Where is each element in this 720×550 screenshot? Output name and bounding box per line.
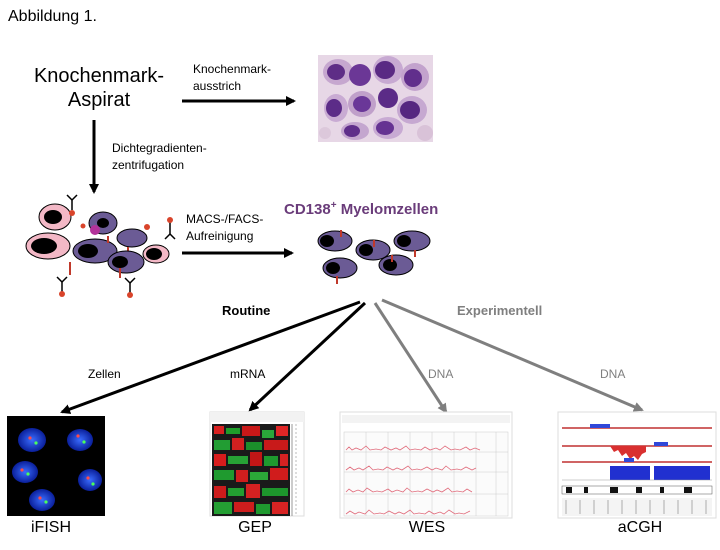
smear-line-1: Knochenmark- bbox=[193, 62, 272, 76]
target-superscript: + bbox=[330, 200, 337, 211]
arrow-to-wes bbox=[373, 302, 448, 414]
centrifugation-step-label: Dichtegradienten- zentrifugation bbox=[112, 140, 207, 174]
method-ifish-label: iFISH bbox=[31, 519, 71, 536]
method-wes-label: WES bbox=[408, 519, 446, 536]
source-line-1: Knochenmark- bbox=[33, 65, 165, 87]
method-gep-label: GEP bbox=[238, 519, 272, 536]
purification-line-1: MACS-/FACS- bbox=[186, 212, 264, 226]
purified-cd138-cells bbox=[317, 230, 431, 284]
smear-step-label: Knochenmark- ausstrich bbox=[193, 61, 271, 95]
routine-branch-label: Routine bbox=[222, 303, 271, 318]
target-cells-title: CD138+ Myelomzellen bbox=[284, 200, 438, 218]
wes-plot-image bbox=[339, 411, 513, 519]
mixed-cells-illustration bbox=[25, 194, 176, 298]
acgh-plot-image bbox=[557, 411, 717, 519]
purification-line-2: Aufreinigung bbox=[186, 229, 254, 243]
smear-line-2: ausstrich bbox=[193, 79, 242, 93]
target-suffix: Myelomzellen bbox=[336, 201, 439, 218]
input-dna-wes-label: DNA bbox=[428, 367, 454, 381]
source-line-2: Aspirat bbox=[67, 89, 131, 111]
input-dna-acgh-label: DNA bbox=[600, 367, 626, 381]
centrifugation-line-1: Dichtegradienten- bbox=[112, 141, 207, 155]
input-cells-label: Zellen bbox=[88, 367, 121, 381]
source-node: Knochenmark- Aspirat bbox=[24, 64, 174, 112]
purification-step-label: MACS-/FACS- Aufreinigung bbox=[186, 211, 263, 245]
ifish-image bbox=[7, 416, 105, 516]
figure-label: Abbildung 1. bbox=[8, 8, 97, 25]
target-prefix: CD138 bbox=[284, 201, 331, 218]
gep-heatmap-image bbox=[209, 411, 305, 517]
arrow-to-acgh bbox=[381, 298, 644, 412]
centrifugation-line-2: zentrifugation bbox=[112, 158, 185, 172]
input-mrna-label: mRNA bbox=[230, 367, 266, 381]
experimental-branch-label: Experimentell bbox=[457, 303, 543, 318]
arrow-to-gep bbox=[248, 301, 367, 412]
method-acgh-label: aCGH bbox=[617, 519, 663, 536]
bone-marrow-smear-image bbox=[318, 55, 433, 142]
arrow-to-ifish bbox=[60, 300, 361, 414]
